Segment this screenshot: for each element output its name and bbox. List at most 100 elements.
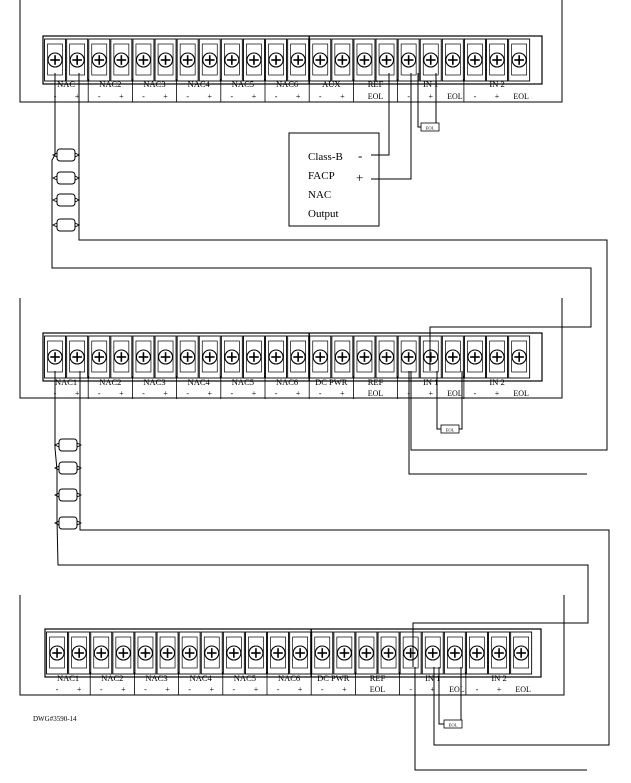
terminal-group-label: REF (368, 79, 384, 89)
screw-terminal[interactable] (377, 631, 400, 675)
terminal-group-label: REF (370, 673, 386, 683)
screw-terminal[interactable] (222, 631, 246, 675)
screw-terminal[interactable] (485, 38, 509, 82)
terminal-group-label: NAC2 (99, 377, 121, 387)
screw-terminal[interactable] (110, 335, 133, 379)
terminal-sign-label: + (163, 389, 168, 398)
terminal-board-2: NAC1-+NAC2-+NAC3-+NAC4-+NAC5-+NAC6-+DC P… (19, 298, 563, 399)
terminal-sign-label: - (142, 92, 145, 101)
screw-terminal[interactable] (465, 631, 489, 675)
nac-circuit-board-2 (54, 371, 610, 746)
terminal-sign-label: - (275, 92, 278, 101)
terminal-group-label: NAC3 (143, 79, 165, 89)
screw-terminal[interactable] (264, 335, 288, 379)
terminal-sign-label: - (144, 685, 147, 694)
terminal-sign-label: - (321, 685, 324, 694)
terminal-sign-label: - (142, 389, 145, 398)
terminal-sign-label: EOL (447, 92, 463, 101)
screw-terminal[interactable] (421, 631, 445, 675)
screw-terminal[interactable] (463, 335, 487, 379)
screw-terminal[interactable] (399, 631, 422, 675)
screw-terminal[interactable] (485, 335, 509, 379)
screw-terminal[interactable] (220, 335, 244, 379)
screw-terminal[interactable] (242, 38, 266, 82)
screw-terminal[interactable] (200, 631, 224, 675)
screw-terminal[interactable] (45, 631, 69, 675)
screw-terminal[interactable] (463, 38, 487, 82)
screw-terminal[interactable] (156, 631, 179, 675)
screw-terminal[interactable] (244, 631, 268, 675)
screw-terminal[interactable] (65, 335, 89, 379)
screw-terminal[interactable] (132, 335, 155, 379)
terminal-sign-label: + (119, 389, 124, 398)
screw-terminal[interactable] (65, 38, 89, 82)
terminal-group-label: NAC6 (278, 673, 300, 683)
screw-terminal[interactable] (419, 335, 443, 379)
terminal-group-label: NAC4 (188, 79, 211, 89)
screw-terminal[interactable] (110, 38, 133, 82)
terminal-sign-label: + (163, 92, 168, 101)
screw-terminal[interactable] (154, 335, 177, 379)
screw-terminal[interactable] (198, 38, 222, 82)
screw-terminal[interactable] (176, 335, 199, 379)
screw-terminal[interactable] (353, 38, 376, 82)
screw-terminal[interactable] (308, 38, 332, 82)
terminal-sign-label: - (100, 685, 103, 694)
terminal-group-label: NAC5 (232, 377, 254, 387)
screw-terminal[interactable] (67, 631, 91, 675)
screw-terminal[interactable] (333, 631, 356, 675)
screw-terminal[interactable] (87, 335, 111, 379)
screw-terminal[interactable] (87, 38, 111, 82)
screw-terminal[interactable] (176, 38, 199, 82)
screw-terminal[interactable] (220, 38, 244, 82)
terminal-sign-label: EOL (370, 685, 386, 694)
screw-terminal[interactable] (286, 38, 310, 82)
screw-terminal[interactable] (154, 38, 177, 82)
screw-terminal[interactable] (331, 38, 354, 82)
terminal-group-label: NAC1 (55, 377, 77, 387)
screw-terminal[interactable] (198, 335, 222, 379)
screw-terminal[interactable] (112, 631, 135, 675)
terminal-sign-label: - (319, 389, 322, 398)
screw-terminal[interactable] (507, 38, 531, 82)
terminal-sign-label: - (98, 92, 101, 101)
screw-terminal[interactable] (375, 335, 398, 379)
screw-terminal[interactable] (331, 335, 354, 379)
screw-terminal[interactable] (310, 631, 334, 675)
eol-resistor-board-1: EOL (417, 73, 440, 132)
terminal-sign-label: + (340, 92, 345, 101)
terminal-sign-label: - (319, 92, 322, 101)
screw-terminal[interactable] (355, 631, 378, 675)
screw-terminal[interactable] (178, 631, 201, 675)
terminal-group-label: IN 2 (489, 377, 504, 387)
terminal-sign-label: + (430, 685, 435, 694)
screw-terminal[interactable] (89, 631, 113, 675)
terminal-group-label: NAC3 (145, 673, 167, 683)
screw-terminal[interactable] (264, 38, 288, 82)
terminal-sign-label: + (252, 389, 257, 398)
screw-terminal[interactable] (375, 38, 398, 82)
screw-terminal[interactable] (132, 38, 155, 82)
terminal-sign-label: - (474, 92, 477, 101)
terminal-group-label: DC PWR (317, 673, 350, 683)
screw-terminal[interactable] (308, 335, 332, 379)
terminal-sign-label: EOL (513, 389, 529, 398)
screw-terminal[interactable] (441, 335, 465, 379)
terminal-sign-label: + (165, 685, 170, 694)
screw-terminal[interactable] (509, 631, 533, 675)
screw-terminal[interactable] (353, 335, 376, 379)
screw-terminal[interactable] (266, 631, 290, 675)
terminal-group-label: AUX (322, 79, 340, 89)
screw-terminal[interactable] (242, 335, 266, 379)
screw-terminal[interactable] (288, 631, 312, 675)
screw-terminal[interactable] (507, 335, 531, 379)
terminal-sign-label: + (296, 92, 301, 101)
screw-terminal[interactable] (134, 631, 157, 675)
screw-terminal[interactable] (487, 631, 511, 675)
screw-terminal[interactable] (286, 335, 310, 379)
screw-terminal[interactable] (397, 38, 420, 82)
screw-terminal[interactable] (443, 631, 467, 675)
terminal-group-label: NAC3 (143, 377, 165, 387)
screw-terminal[interactable] (441, 38, 465, 82)
screw-terminal[interactable] (419, 38, 443, 82)
